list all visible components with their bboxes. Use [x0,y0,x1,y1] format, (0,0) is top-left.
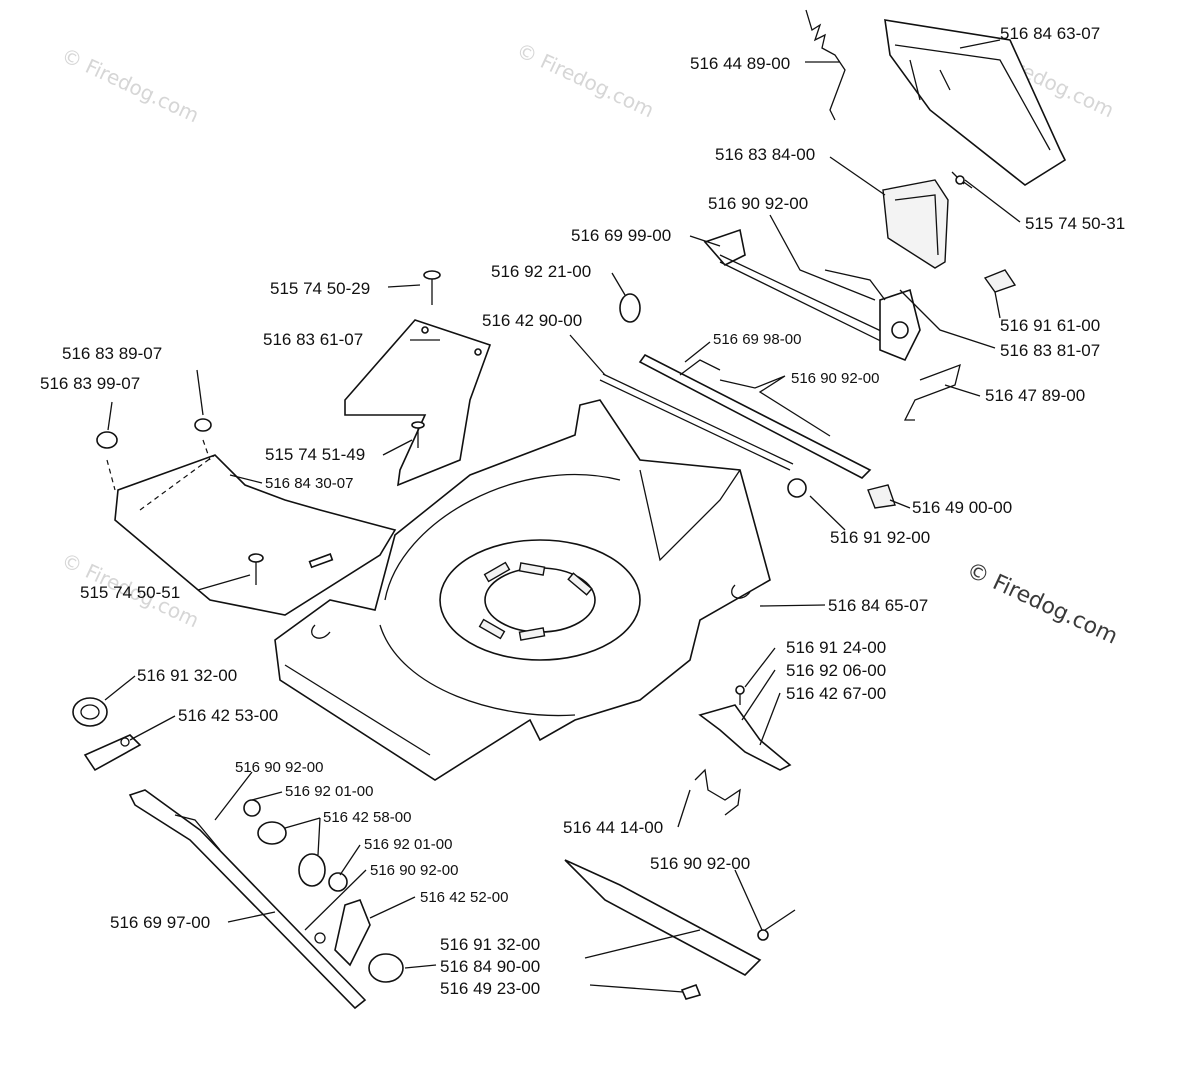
label-516-83-99-07: 516 83 99-07 [40,374,140,393]
label-516-91-32-00-b: 516 91 32-00 [440,935,540,954]
label-516-84-90-00: 516 84 90-00 [440,957,540,976]
label-516-42-52-00: 516 42 52-00 [420,889,508,906]
label-516-84-63-07: 516 84 63-07 [1000,24,1100,43]
screw-part-4 [248,553,264,585]
label-516-90-92-00-b: 516 90 92-00 [791,370,879,387]
cap-part [619,293,641,323]
label-516-90-92-00-d: 516 90 92-00 [370,862,458,879]
plug-parts [96,418,212,491]
clip-part-2 [867,484,896,509]
rear-axle-part [128,789,404,1010]
label-516-91-92-00: 516 91 92-00 [830,528,930,547]
lever-plate-part [83,734,142,772]
mower-deck-part [274,399,771,781]
label-516-90-92-00-c: 516 90 92-00 [235,759,323,776]
label-515-74-50-51: 515 74 50-51 [80,583,180,602]
bracket-part [882,179,949,269]
label-516-49-00-00: 516 49 00-00 [912,498,1012,517]
label-516-44-14-00: 516 44 14-00 [563,818,663,837]
spring-part-2 [903,363,961,421]
label-516-49-23-00: 516 49 23-00 [440,979,540,998]
label-516-42-58-00: 516 42 58-00 [323,809,411,826]
label-516-92-21-00: 516 92 21-00 [491,262,591,281]
watermark-2: © Firedog.com [513,38,658,123]
label-516-92-01-00-a: 516 92 01-00 [285,783,373,800]
label-516-83-89-07: 516 83 89-07 [62,344,162,363]
label-516-69-97-00: 516 69 97-00 [110,913,210,932]
label-515-74-50-29: 515 74 50-29 [270,279,370,298]
height-adjust-part [698,685,792,771]
plate-part [344,319,492,487]
clip-part-1 [983,269,1017,293]
cover-cap-part-1 [72,697,108,727]
label-516-47-89-00: 516 47 89-00 [985,386,1085,405]
spring-part-3 [694,768,741,816]
label-515-74-50-31: 515 74 50-31 [1025,214,1125,233]
label-516-44-89-00: 516 44 89-00 [690,54,790,73]
label-516-69-99-00: 516 69 99-00 [571,226,671,245]
label-516-91-24-00: 516 91 24-00 [786,638,886,657]
label-516-42-67-00: 516 42 67-00 [786,684,886,703]
label-516-91-61-00: 516 91 61-00 [1000,316,1100,335]
label-516-69-98-00: 516 69 98-00 [713,331,801,348]
label-516-84-65-07: 516 84 65-07 [828,596,928,615]
blade-part [564,859,796,1000]
screw-part-1 [951,171,973,189]
label-516-83-61-07: 516 83 61-07 [263,330,363,349]
part-labels: 516 44 89-00 516 84 63-07 516 83 84-00 5… [40,24,1125,998]
nut-part [787,478,807,498]
rod-part [638,353,872,479]
watermark-6: © Firedog.com [962,558,1121,650]
label-516-84-30-07: 516 84 30-07 [265,475,353,492]
label-516-90-92-00-e: 516 90 92-00 [650,854,750,873]
label-515-74-51-49: 515 74 51-49 [265,445,365,464]
screw-part-3 [411,421,425,448]
label-516-92-01-00-b: 516 92 01-00 [364,836,452,853]
screw-part-2 [423,270,441,305]
watermark-1: © Firedog.com [58,43,203,128]
spring-part [805,9,846,121]
leader-lines [104,39,1021,993]
rear-cover-part [884,19,1067,186]
label-516-92-06-00: 516 92 06-00 [786,661,886,680]
label-516-83-84-00: 516 83 84-00 [715,145,815,164]
label-516-83-81-07: 516 83 81-07 [1000,341,1100,360]
label-516-90-92-00-a: 516 90 92-00 [708,194,808,213]
label-516-42-90-00: 516 42 90-00 [482,311,582,330]
shaft-part [599,373,794,471]
side-cover-part [114,454,397,616]
label-516-91-32-00-a: 516 91 32-00 [137,666,237,685]
label-516-42-53-00: 516 42 53-00 [178,706,278,725]
axle-lever-part [703,228,921,362]
